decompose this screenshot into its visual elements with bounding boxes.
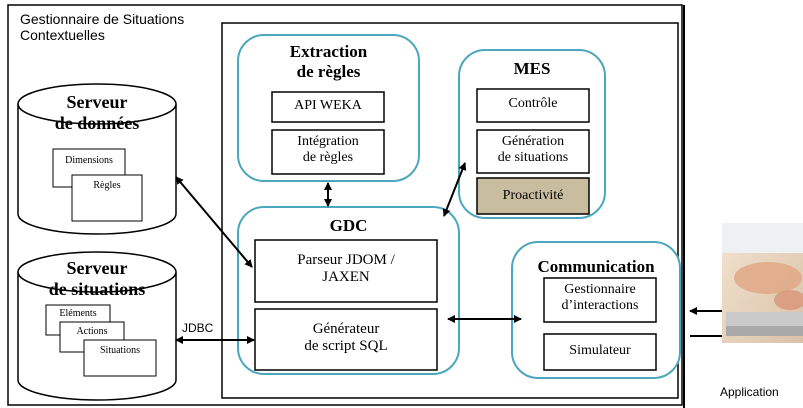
data-server-title-line1: Serveur <box>66 92 128 112</box>
doc-situations-label: Situations <box>99 345 140 356</box>
parser-line2: JAXEN <box>322 269 370 286</box>
doc-actions-label: Actions <box>76 326 108 337</box>
interactions-line1: Gestionnaire <box>564 282 636 297</box>
arrow-gdc-mes <box>442 162 467 217</box>
generation-line1: Génération <box>501 134 565 149</box>
gdc-title: GDC <box>329 216 368 235</box>
extraction-title-line1: Extraction <box>289 42 368 61</box>
system-frame <box>7 4 683 406</box>
api-weka-box <box>271 91 385 123</box>
application-label: Application <box>720 386 779 399</box>
interactions-line2: d’interactions <box>561 298 639 314</box>
doc-regles-label: Règles <box>93 180 121 191</box>
doc-dimensions-label: Dimensions <box>65 155 113 166</box>
generator-box <box>254 308 438 371</box>
laptop-user-image <box>722 223 803 343</box>
doc-elements-label: Eléments <box>59 308 97 319</box>
generator-line2: de script SQL <box>304 338 388 355</box>
integration-line2: de règles <box>302 150 354 166</box>
integration-box <box>271 129 385 175</box>
data-server-title: Serveur de données <box>18 92 176 133</box>
situation-server-title-line1: Serveur <box>66 258 128 278</box>
situation-server-title: Serveur de situations <box>18 258 176 299</box>
system-title-line2: Contextuelles <box>20 27 105 44</box>
parser-line1: Parseur JDOM / <box>297 252 395 268</box>
doc-regles <box>71 174 143 222</box>
generation-line2: de situations <box>497 150 569 166</box>
generator-line1: Générateur <box>312 321 380 337</box>
integration-label: Intégration de règles <box>272 134 384 166</box>
system-title-line1: Gestionnaire de Situations <box>20 11 185 27</box>
doc-situations <box>83 339 157 377</box>
generation-label: Génération de situations <box>477 134 589 166</box>
api-weka-label: API WEKA <box>294 98 362 113</box>
simulateur-box <box>543 333 657 371</box>
simulateur-label: Simulateur <box>569 343 631 358</box>
situation-server-title-line2: de situations <box>48 278 146 299</box>
interactions-box <box>543 277 657 323</box>
extraction-title-line2: de règles <box>296 61 361 81</box>
controle-label: Contrôle <box>508 96 558 111</box>
mes-title: MES <box>513 59 551 78</box>
parser-label: Parseur JDOM / JAXEN <box>255 252 437 287</box>
proactivite-box <box>476 177 590 215</box>
parser-box <box>254 239 438 303</box>
generation-box <box>476 129 590 174</box>
communication-title: Communication <box>537 257 655 276</box>
system-title: Gestionnaire de Situations Contextuelles <box>20 11 184 43</box>
proactivite-label: Proactivité <box>502 188 564 203</box>
extraction-title: Extraction de règles <box>238 42 419 81</box>
interactions-label: Gestionnaire d’interactions <box>544 282 656 314</box>
arrow-data-server-gdc <box>175 176 253 268</box>
integration-line1: Intégration <box>297 134 359 149</box>
data-server-title-line2: de données <box>54 112 140 133</box>
jdbc-label: JDBC <box>182 321 214 335</box>
generator-label: Générateur de script SQL <box>255 321 437 356</box>
controle-box <box>476 88 590 123</box>
